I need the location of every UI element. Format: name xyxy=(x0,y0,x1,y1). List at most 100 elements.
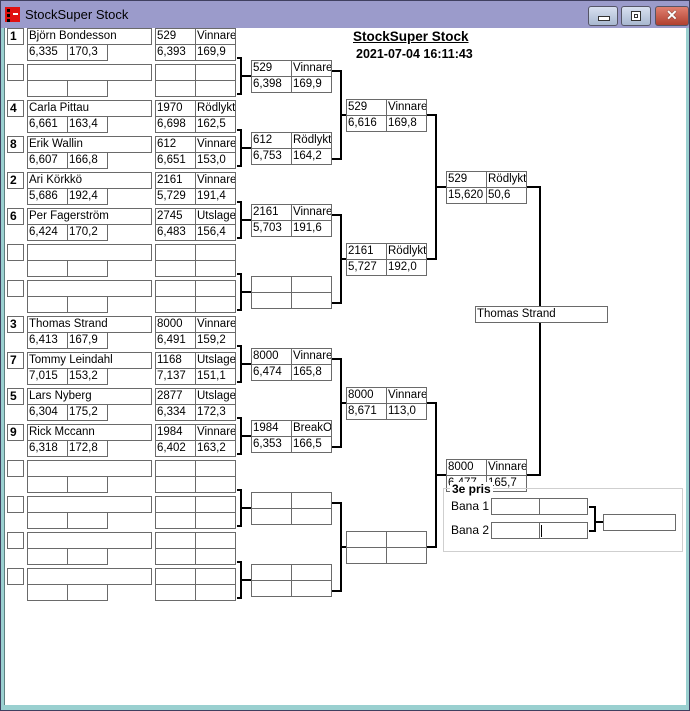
round2-entry-status[interactable]: Vinnare xyxy=(291,348,332,365)
round3-entry-time[interactable] xyxy=(346,547,387,564)
driver-name-field[interactable]: Rick Mccann xyxy=(27,424,152,441)
result-speed-field[interactable] xyxy=(195,260,236,277)
result-status-field[interactable] xyxy=(195,568,236,585)
result-id-field[interactable]: 529 xyxy=(155,28,196,45)
driver-name-field[interactable] xyxy=(27,568,152,585)
reaction-time-field[interactable] xyxy=(27,296,68,313)
round2-entry-status[interactable]: BreakOut xyxy=(291,420,332,437)
result-id-field[interactable] xyxy=(155,460,196,477)
round3-entry-time[interactable]: 8,671 xyxy=(346,403,387,420)
result-id-field[interactable] xyxy=(155,64,196,81)
round2-entry-status[interactable] xyxy=(291,564,332,581)
result-status-field[interactable]: Vinnare xyxy=(195,424,236,441)
round4-entry-status[interactable]: Rödlykta xyxy=(486,171,527,188)
round2-entry-status[interactable] xyxy=(291,276,332,293)
result-id-field[interactable]: 2161 xyxy=(155,172,196,189)
round2-entry-time[interactable]: 5,703 xyxy=(251,220,292,237)
driver-name-field[interactable] xyxy=(27,64,152,81)
round2-entry-speed[interactable] xyxy=(291,292,332,309)
reaction-time-field[interactable] xyxy=(27,80,68,97)
driver-name-field[interactable]: Thomas Strand xyxy=(27,316,152,333)
round2-entry-speed[interactable]: 166,5 xyxy=(291,436,332,453)
result-id-field[interactable]: 2745 xyxy=(155,208,196,225)
round2-entry-id[interactable] xyxy=(251,492,292,509)
round3-entry-id[interactable]: 8000 xyxy=(346,387,387,404)
result-time-field[interactable]: 6,393 xyxy=(155,44,196,61)
result-time-field[interactable]: 5,729 xyxy=(155,188,196,205)
speed-field[interactable]: 166,8 xyxy=(67,152,108,169)
round2-entry-speed[interactable] xyxy=(291,580,332,597)
result-status-field[interactable] xyxy=(195,64,236,81)
result-speed-field[interactable] xyxy=(195,296,236,313)
driver-name-field[interactable]: Erik Wallin xyxy=(27,136,152,153)
speed-field[interactable]: 170,3 xyxy=(67,44,108,61)
result-speed-field[interactable] xyxy=(195,476,236,493)
result-id-field[interactable] xyxy=(155,568,196,585)
result-id-field[interactable]: 8000 xyxy=(155,316,196,333)
result-status-field[interactable] xyxy=(195,532,236,549)
reaction-time-field[interactable] xyxy=(27,584,68,601)
reaction-time-field[interactable]: 6,304 xyxy=(27,404,68,421)
result-speed-field[interactable]: 153,0 xyxy=(195,152,236,169)
result-id-field[interactable]: 2877 xyxy=(155,388,196,405)
result-speed-field[interactable]: 156,4 xyxy=(195,224,236,241)
round2-entry-time[interactable] xyxy=(251,292,292,309)
speed-field[interactable] xyxy=(67,548,108,565)
round2-entry-status[interactable]: Vinnare xyxy=(291,204,332,221)
close-button[interactable]: ✕ xyxy=(655,6,689,26)
reaction-time-field[interactable]: 5,686 xyxy=(27,188,68,205)
result-status-field[interactable]: Utslagen xyxy=(195,208,236,225)
round2-entry-time[interactable] xyxy=(251,508,292,525)
result-status-field[interactable] xyxy=(195,496,236,513)
reaction-time-field[interactable]: 6,413 xyxy=(27,332,68,349)
result-speed-field[interactable]: 172,3 xyxy=(195,404,236,421)
driver-name-field[interactable]: Per Fagerström xyxy=(27,208,152,225)
reaction-time-field[interactable]: 6,318 xyxy=(27,440,68,457)
round3-entry-speed[interactable]: 113,0 xyxy=(386,403,427,420)
round3-entry-status[interactable] xyxy=(386,531,427,548)
round4-entry-speed[interactable]: 165,7 xyxy=(486,475,527,492)
reaction-time-field[interactable]: 6,661 xyxy=(27,116,68,133)
result-id-field[interactable] xyxy=(155,532,196,549)
speed-field[interactable]: 175,2 xyxy=(67,404,108,421)
result-time-field[interactable]: 6,698 xyxy=(155,116,196,133)
result-time-field[interactable] xyxy=(155,548,196,565)
round2-entry-speed[interactable]: 169,9 xyxy=(291,76,332,93)
lane2-id-field[interactable] xyxy=(491,522,540,539)
result-speed-field[interactable] xyxy=(195,80,236,97)
round3-entry-speed[interactable]: 192,0 xyxy=(386,259,427,276)
speed-field[interactable]: 172,8 xyxy=(67,440,108,457)
round2-entry-status[interactable]: Rödlykta xyxy=(291,132,332,149)
round3-entry-speed[interactable] xyxy=(386,547,427,564)
result-time-field[interactable] xyxy=(155,260,196,277)
driver-name-field[interactable]: Björn Bondesson xyxy=(27,28,152,45)
round3-entry-time[interactable]: 5,727 xyxy=(346,259,387,276)
result-time-field[interactable]: 6,402 xyxy=(155,440,196,457)
speed-field[interactable]: 167,9 xyxy=(67,332,108,349)
result-time-field[interactable] xyxy=(155,584,196,601)
lane1-id-field[interactable] xyxy=(491,498,540,515)
reaction-time-field[interactable] xyxy=(27,512,68,529)
driver-name-field[interactable]: Tommy Leindahl xyxy=(27,352,152,369)
speed-field[interactable] xyxy=(67,80,108,97)
final-winner-field[interactable]: Thomas Strand xyxy=(475,306,608,323)
driver-name-field[interactable] xyxy=(27,280,152,297)
round2-entry-time[interactable] xyxy=(251,580,292,597)
result-speed-field[interactable]: 162,5 xyxy=(195,116,236,133)
result-speed-field[interactable]: 163,2 xyxy=(195,440,236,457)
round4-entry-speed[interactable]: 50,6 xyxy=(486,187,527,204)
result-status-field[interactable]: Vinnare xyxy=(195,28,236,45)
round3-entry-id[interactable] xyxy=(346,531,387,548)
round2-entry-speed[interactable]: 165,8 xyxy=(291,364,332,381)
round3-entry-id[interactable]: 2161 xyxy=(346,243,387,260)
speed-field[interactable] xyxy=(67,296,108,313)
result-status-field[interactable]: Vinnare xyxy=(195,172,236,189)
result-status-field[interactable]: Vinnare xyxy=(195,136,236,153)
speed-field[interactable] xyxy=(67,476,108,493)
reaction-time-field[interactable] xyxy=(27,476,68,493)
driver-name-field[interactable] xyxy=(27,532,152,549)
speed-field[interactable]: 192,4 xyxy=(67,188,108,205)
round2-entry-speed[interactable] xyxy=(291,508,332,525)
result-status-field[interactable] xyxy=(195,244,236,261)
result-time-field[interactable]: 7,137 xyxy=(155,368,196,385)
